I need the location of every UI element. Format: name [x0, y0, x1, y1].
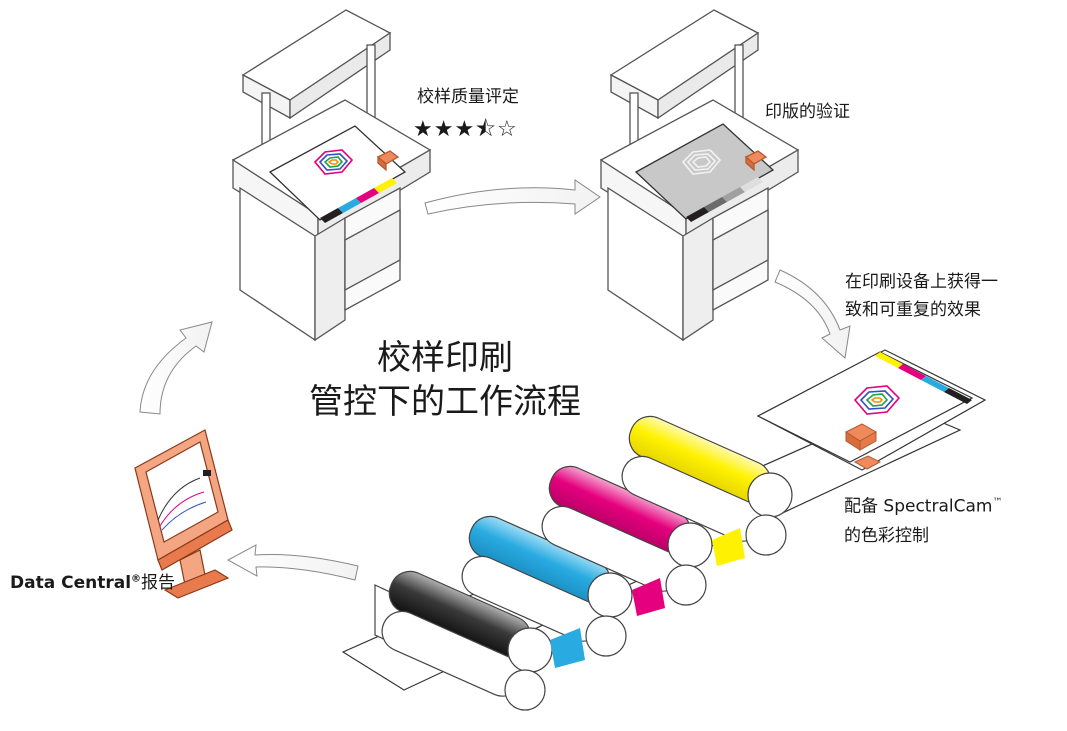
press-units-icon [374, 415, 793, 711]
spectralcam-line-2: 的色彩控制 [844, 525, 929, 546]
registered-mark: ® [131, 573, 142, 585]
plate-station-icon [599, 9, 800, 342]
plate-verification-label: 印版的验证 [765, 102, 850, 122]
spectralcam-label: 配备 SpectralCam™ 的色彩控制 [844, 488, 1002, 551]
consistent-results-label: 在印刷设备上获得一 致和可重复的效果 [845, 268, 998, 324]
proof-quality-label: 校样质量评定 [417, 87, 519, 107]
report-label: Data Central®报告 [10, 568, 175, 593]
spectralcam-line-1: 配备 SpectralCam [844, 496, 993, 517]
report-suffix: 报告 [141, 573, 176, 593]
title-line-1: 校样印刷 [377, 338, 513, 378]
star-rating: ★★★⯪☆ [413, 117, 518, 142]
page-title: 校样印刷 管控下的工作流程 [280, 336, 610, 424]
spectrophotometer-icon [844, 423, 882, 470]
title-line-2: 管控下的工作流程 [309, 382, 581, 422]
flow-arrow-icon [139, 179, 851, 581]
consistent-line-1: 在印刷设备上获得一 [845, 272, 998, 292]
trademark-mark: ™ [992, 497, 1003, 508]
monitor-icon [134, 429, 233, 599]
report-brand: Data Central [10, 573, 132, 593]
consistent-line-2: 致和可重复的效果 [845, 300, 981, 320]
printed-sheet [756, 351, 974, 463]
proofing-station-icon [231, 9, 432, 342]
